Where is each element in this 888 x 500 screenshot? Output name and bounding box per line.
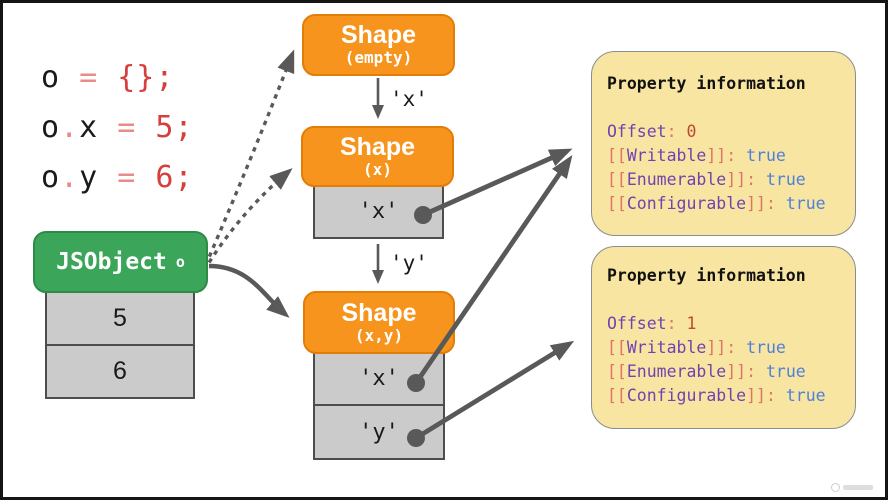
property-info-box-1: Property information Offset: 1 [[Writabl… — [591, 246, 856, 429]
shape-x-slots: 'x' — [313, 183, 444, 239]
enumerable-line: [[Enumerable]]: true — [607, 362, 806, 381]
watermark — [831, 483, 873, 492]
shape-box-empty: Shape (empty) — [302, 14, 455, 76]
shape-box-x: Shape (x) — [301, 126, 454, 187]
shape-empty-subtitle: (empty) — [344, 48, 413, 67]
code-line-1: o = {}; — [41, 60, 175, 95]
offset-line: Offset: 1 — [607, 314, 697, 333]
writable-line: [[Writable]]: true — [607, 146, 786, 165]
arrow-jsobject-to-shape-xy — [208, 263, 290, 318]
shape-xy-slots: 'x' 'y' — [313, 350, 445, 460]
writable-line: [[Writable]]: true — [607, 338, 786, 357]
jsobject-box: JSObject o — [33, 231, 208, 293]
property-info-box-0: Property information Offset: 0 [[Writabl… — [591, 51, 856, 236]
code-line-3: o.y = 6; — [41, 160, 194, 195]
shape-empty-title: Shape — [340, 21, 417, 49]
shape-xy-slot-y: 'y' — [313, 404, 445, 460]
watermark-text-blur — [843, 485, 873, 490]
shape-x-subtitle: (x) — [363, 159, 392, 179]
watermark-logo-icon — [831, 483, 840, 492]
code-line-2: o.x = 5; — [41, 110, 194, 145]
jsobject-slot-0: 5 — [45, 291, 195, 346]
dotted-arrow-jsobject-to-shape-x — [207, 168, 293, 264]
offset-line: Offset: 0 — [607, 122, 697, 141]
code-snippet: o = {}; o.x = 5; o.y = 6; — [41, 53, 194, 203]
shape-box-xy: Shape (x,y) — [303, 291, 455, 354]
transition-label-y: 'y' — [390, 251, 428, 275]
shape-x-title: Shape — [339, 132, 416, 161]
shape-xy-subtitle: (x,y) — [354, 325, 404, 345]
property-info-title: Property information — [607, 74, 806, 93]
jsobject-title: JSObject — [56, 249, 167, 275]
jsobject-slots: 5 6 — [45, 291, 195, 399]
configurable-line: [[Configurable]]: true — [607, 386, 826, 405]
enumerable-line: [[Enumerable]]: true — [607, 170, 806, 189]
dotted-arrow-jsobject-to-shape-empty — [207, 49, 295, 258]
jsobject-varname: o — [175, 253, 185, 271]
spacer — [607, 288, 840, 312]
shape-xy-title: Shape — [341, 298, 417, 327]
configurable-line: [[Configurable]]: true — [607, 194, 826, 213]
spacer — [607, 96, 840, 120]
property-info-title: Property information — [607, 266, 806, 285]
jsobject-slot-1: 6 — [45, 344, 195, 399]
shape-xy-slot-x: 'x' — [313, 350, 445, 406]
shape-x-slot-x: 'x' — [313, 183, 444, 239]
transition-label-x: 'x' — [390, 87, 428, 111]
